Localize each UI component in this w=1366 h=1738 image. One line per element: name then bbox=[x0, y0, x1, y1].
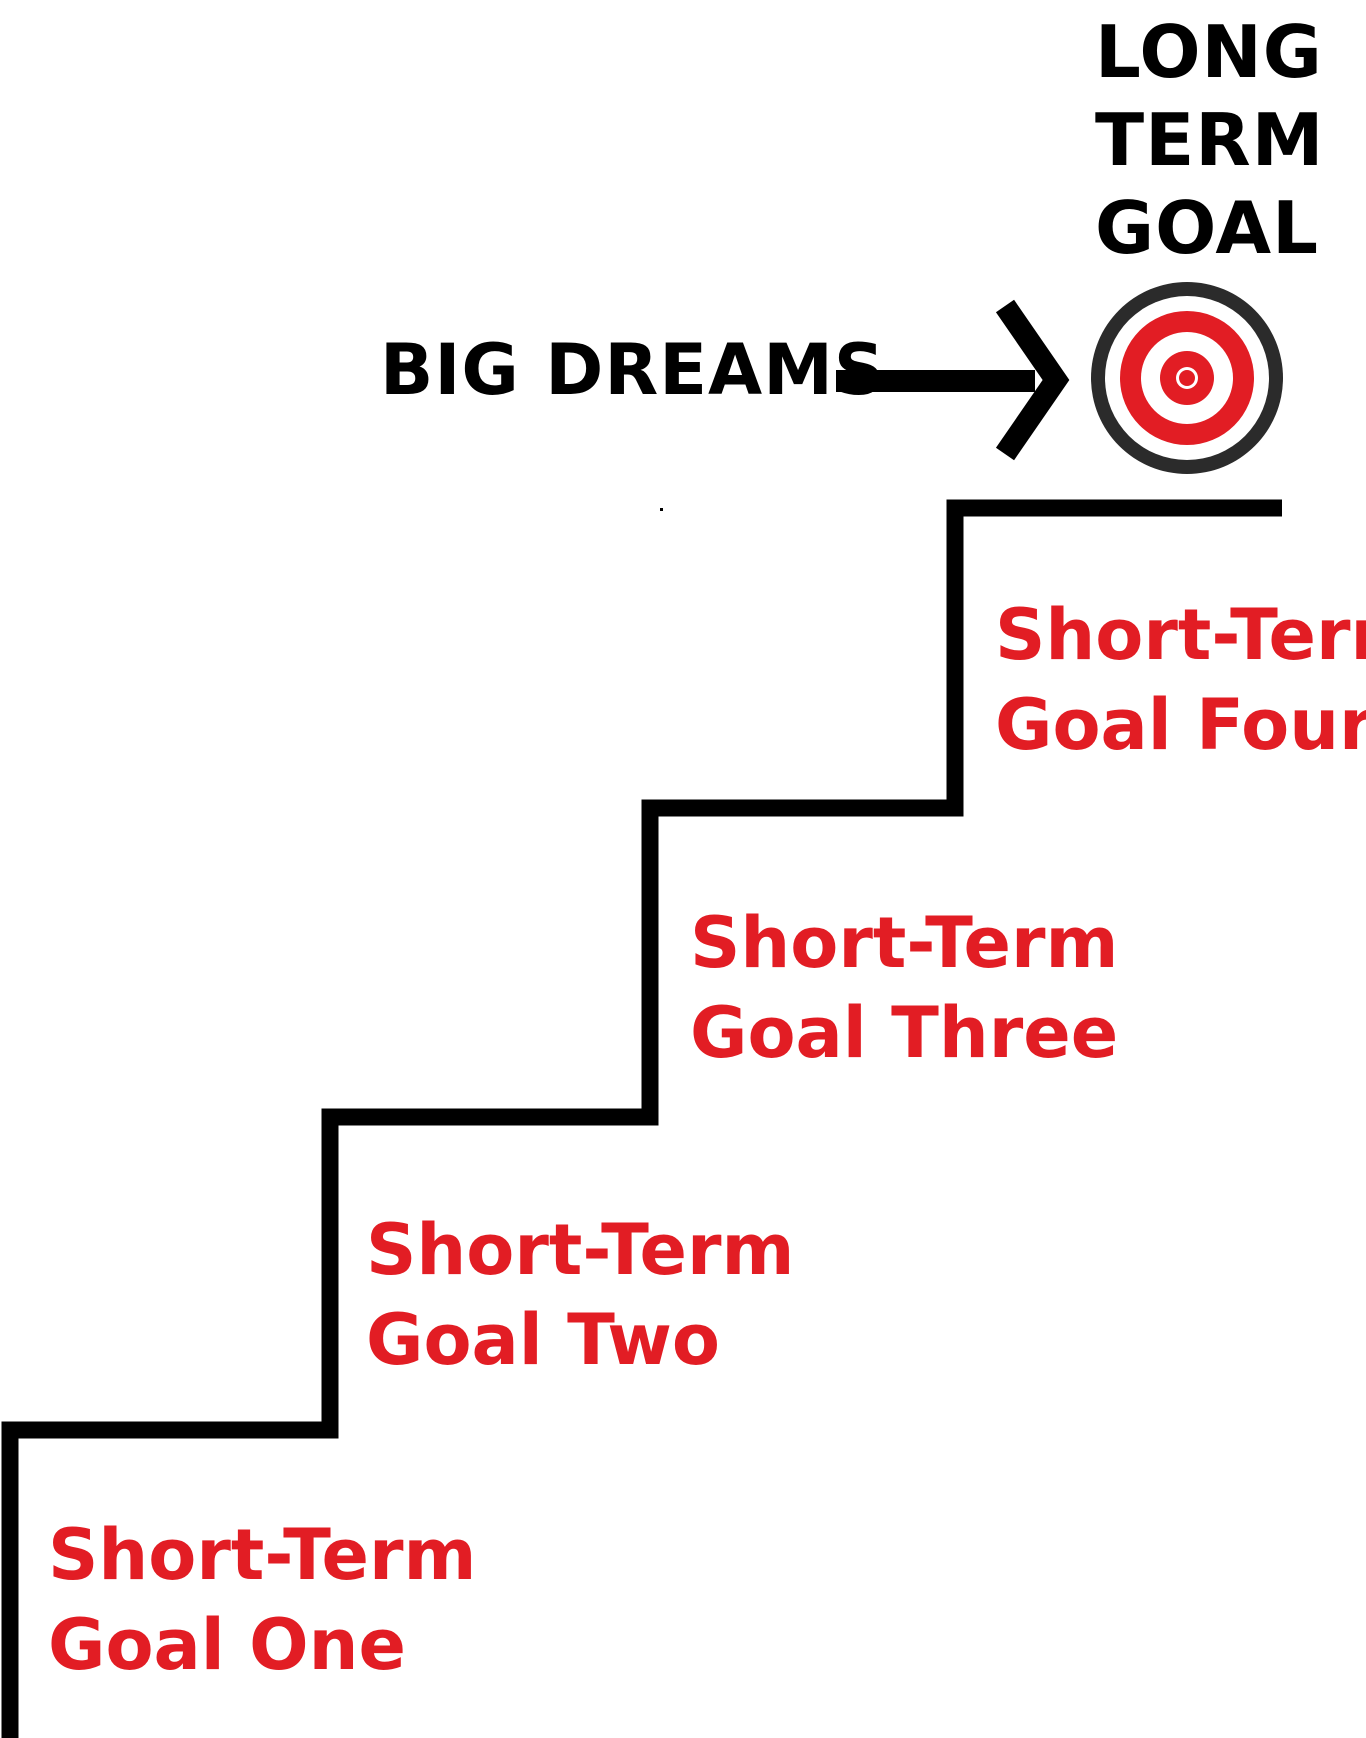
step-label-line1: Short-Term bbox=[690, 902, 1119, 984]
step-label-line1: Short-Term bbox=[48, 1514, 477, 1596]
long-term-line-3: GOAL bbox=[1095, 186, 1319, 270]
step-label-goal-one: Short-Term Goal One bbox=[48, 1510, 476, 1690]
step-label-goal-three: Short-Term Goal Three bbox=[690, 898, 1118, 1078]
step-label-line2: Goal Two bbox=[366, 1299, 720, 1381]
staircase-line bbox=[1, 499, 1282, 1738]
step-label-line1: Short-Term bbox=[995, 594, 1366, 676]
long-term-line-2: TERM bbox=[1095, 98, 1325, 182]
step-label-line1: Short-Term bbox=[366, 1209, 795, 1291]
long-term-line-1: LONG bbox=[1095, 10, 1323, 94]
big-dreams-label: BIG DREAMS bbox=[380, 329, 886, 411]
arrow-right-icon bbox=[836, 299, 1070, 461]
step-label-goal-four: Short-Term Goal Four bbox=[995, 590, 1366, 770]
step-label-line2: Goal One bbox=[48, 1604, 406, 1686]
target-icon bbox=[1091, 282, 1283, 474]
stray-dot bbox=[660, 508, 663, 511]
step-label-line2: Goal Four bbox=[995, 684, 1366, 766]
step-label-goal-two: Short-Term Goal Two bbox=[366, 1205, 794, 1385]
step-label-line2: Goal Three bbox=[690, 992, 1119, 1074]
long-term-goal-label: LONG TERM GOAL bbox=[1095, 8, 1324, 272]
